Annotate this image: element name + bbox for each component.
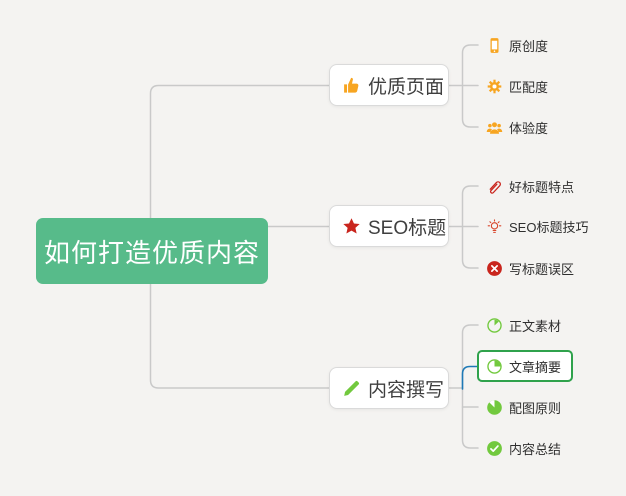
child-node-body-material[interactable]: 正文素材: [479, 311, 561, 339]
x-circle-icon: [486, 260, 503, 277]
branch-node-label: 内容撰写: [368, 379, 445, 401]
child-node-seo-title-tips[interactable]: SEO标题技巧: [479, 212, 588, 240]
pencil-icon: [342, 379, 361, 398]
branch-node-quality-page[interactable]: 优质页面: [329, 64, 449, 106]
lightbulb-icon: [486, 218, 503, 235]
branch-node-seo-title[interactable]: SEO标题: [329, 205, 449, 247]
child-node-originality[interactable]: 原创度: [479, 31, 548, 59]
child-node-image-principle[interactable]: 配图原则: [479, 393, 561, 421]
star-icon: [342, 217, 361, 236]
root-node[interactable]: 如何打造优质内容: [36, 218, 268, 284]
child-node-content-summary[interactable]: 内容总结: [479, 434, 561, 462]
users-icon: [486, 119, 503, 136]
thumbs-up-icon: [342, 76, 361, 95]
branch-node-label: 优质页面: [368, 76, 445, 98]
child-node-label: SEO标题技巧: [509, 219, 589, 235]
root-node-label: 如何打造优质内容: [43, 237, 260, 268]
paperclip-icon: [486, 178, 503, 195]
child-node-label: 内容总结: [509, 441, 562, 457]
child-node-label: 原创度: [509, 38, 549, 54]
phone-icon: [486, 37, 503, 54]
check-circle-icon: [486, 440, 503, 457]
child-node-match[interactable]: 匹配度: [479, 72, 548, 100]
child-node-label: 好标题特点: [509, 179, 575, 195]
child-node-label: 配图原则: [509, 400, 562, 416]
pie-three-quarter-icon: [486, 399, 503, 416]
pie-quarter-icon: [486, 358, 503, 375]
child-node-label: 匹配度: [509, 79, 549, 95]
child-node-title-mistakes[interactable]: 写标题误区: [479, 254, 574, 282]
child-node-title-features[interactable]: 好标题特点: [479, 172, 574, 200]
child-node-label: 文章摘要: [509, 359, 562, 375]
child-node-label: 写标题误区: [509, 261, 575, 277]
child-node-article-summary[interactable]: 文章摘要: [477, 350, 574, 382]
child-node-experience[interactable]: 体验度: [479, 113, 548, 141]
selected-connector: [461, 365, 478, 390]
branch-node-content-writing[interactable]: 内容撰写: [329, 367, 449, 409]
gear-icon: [486, 78, 503, 95]
branch-node-label: SEO标题: [368, 217, 447, 239]
pie-small-wedge-icon: [486, 317, 503, 334]
child-node-label: 正文素材: [509, 318, 562, 334]
child-node-label: 体验度: [509, 120, 549, 136]
